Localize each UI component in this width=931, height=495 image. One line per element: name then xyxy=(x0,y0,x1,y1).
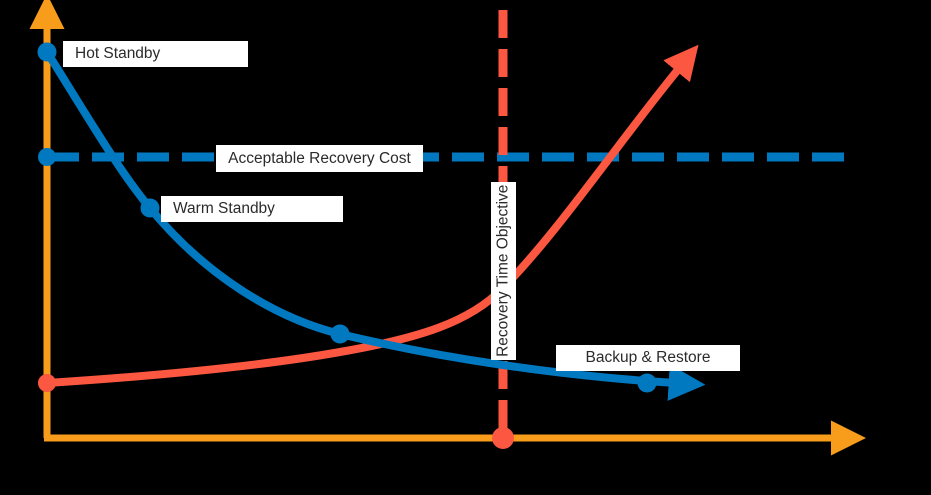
label-acceptable-recovery-cost-text: Acceptable Recovery Cost xyxy=(228,149,411,167)
downtime-cost-curve-group xyxy=(38,44,699,392)
label-warm-standby: Warm Standby xyxy=(161,196,343,222)
recovery-cost-curve xyxy=(43,48,706,401)
recovery-cost-curve-group xyxy=(37,42,706,401)
label-backup-restore-text: Backup & Restore xyxy=(585,349,711,367)
recovery-cost-marker-backup-restore xyxy=(637,373,657,393)
recovery-cost-marker-pilot-light xyxy=(330,324,350,344)
label-warm-standby-text: Warm Standby xyxy=(173,200,275,218)
recovery-cost-marker-hot-standby xyxy=(37,42,57,62)
label-backup-restore: Backup & Restore xyxy=(556,345,740,371)
recovery-time-objective-axis-marker xyxy=(492,427,514,449)
acceptable-recovery-cost-line-group xyxy=(38,148,850,166)
recovery-cost-marker-warm-standby xyxy=(140,198,160,218)
label-recovery-time-objective-text: Recovery Time Objective xyxy=(494,184,512,358)
label-recovery-time-objective: Recovery Time Objective xyxy=(491,182,516,360)
label-acceptable-recovery-cost: Acceptable Recovery Cost xyxy=(216,145,423,172)
downtime-cost-curve xyxy=(43,44,699,387)
label-hot-standby: Hot Standby xyxy=(63,41,248,67)
label-hot-standby-text: Hot Standby xyxy=(75,45,161,63)
downtime-cost-start-marker xyxy=(38,374,56,392)
axes-group xyxy=(29,0,866,456)
acceptable-recovery-cost-start-marker xyxy=(38,148,56,166)
